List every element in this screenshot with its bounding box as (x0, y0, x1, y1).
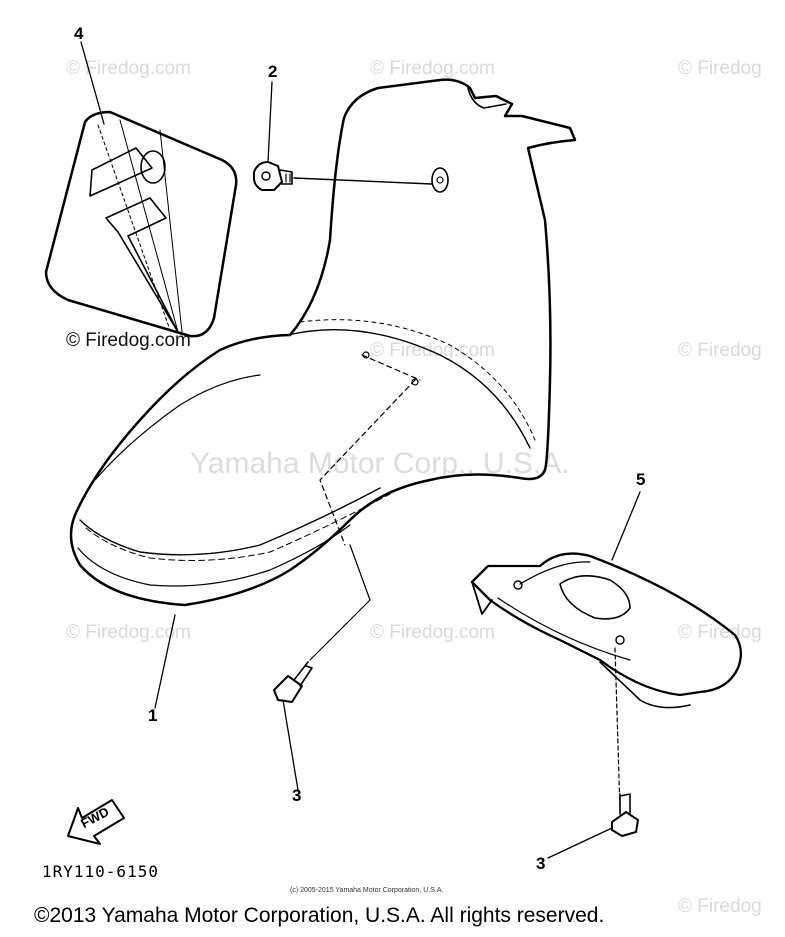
callout-part-2: 2 (268, 62, 278, 81)
bolt-part-3-right (611, 793, 639, 837)
bolt-part-3-left (273, 544, 371, 703)
callout-part-3: 3 (536, 854, 546, 873)
watermark-firedog: © Firedog.com (370, 58, 495, 79)
small-copyright: (c) 2005-2015 Yamaha Motor Corporation, … (290, 887, 444, 894)
watermark-firedog: © Firedog (678, 340, 762, 361)
front-fender-part-1 (69, 78, 577, 607)
leader-lines (80, 41, 641, 859)
watermark-firedog: © Firedog.com (370, 340, 495, 361)
callout-part-5: 5 (636, 470, 646, 489)
watermark-firedog: © Firedog (678, 58, 762, 79)
bracket-part-5 (470, 552, 743, 811)
watermark-firedog: © Firedog.com (66, 622, 191, 643)
watermark-firedog: © Firedog.com (370, 622, 495, 643)
callout-part-4: 4 (74, 24, 84, 43)
watermark-firedog: © Firedog.com (66, 58, 191, 79)
watermark-yamaha: Yamaha Motor Corp., U.S.A. (190, 447, 570, 480)
diagram-part-code: 1RY110-6150 (42, 862, 159, 881)
callout-part-1: 1 (148, 706, 158, 725)
callout-part-3: 3 (292, 786, 302, 805)
screw-part-2 (253, 161, 433, 191)
emblem-plate-part-4 (44, 110, 238, 338)
fwd-arrow-icon (67, 799, 125, 845)
watermark-firedog: © Firedog (678, 622, 762, 643)
watermark-firedog-dark: © Firedog.com (66, 330, 191, 351)
watermark-firedog: © Firedog (678, 896, 762, 917)
footer-copyright: ©2013 Yamaha Motor Corporation, U.S.A. A… (34, 904, 605, 927)
